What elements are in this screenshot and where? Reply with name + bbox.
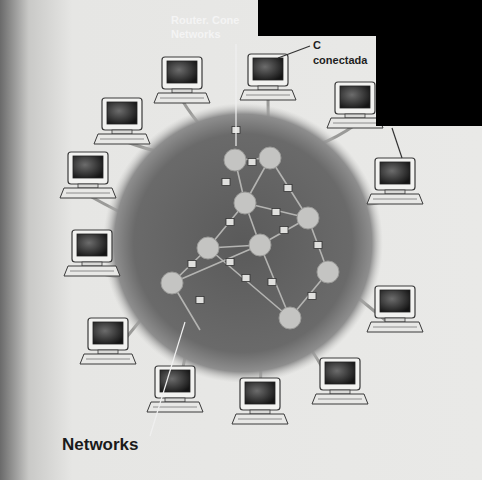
leader-lines (150, 44, 236, 436)
network-cloud (103, 103, 383, 383)
redaction-block (258, 0, 482, 126)
callout-label: Router. Cone Networks (171, 13, 251, 41)
router-links (172, 158, 328, 330)
switch-boxes (188, 127, 322, 304)
callout-label: C conectada (313, 38, 373, 68)
computers (60, 54, 423, 424)
router-nodes (161, 147, 339, 329)
computer-links (88, 95, 395, 420)
network-label: Networks (62, 435, 182, 455)
